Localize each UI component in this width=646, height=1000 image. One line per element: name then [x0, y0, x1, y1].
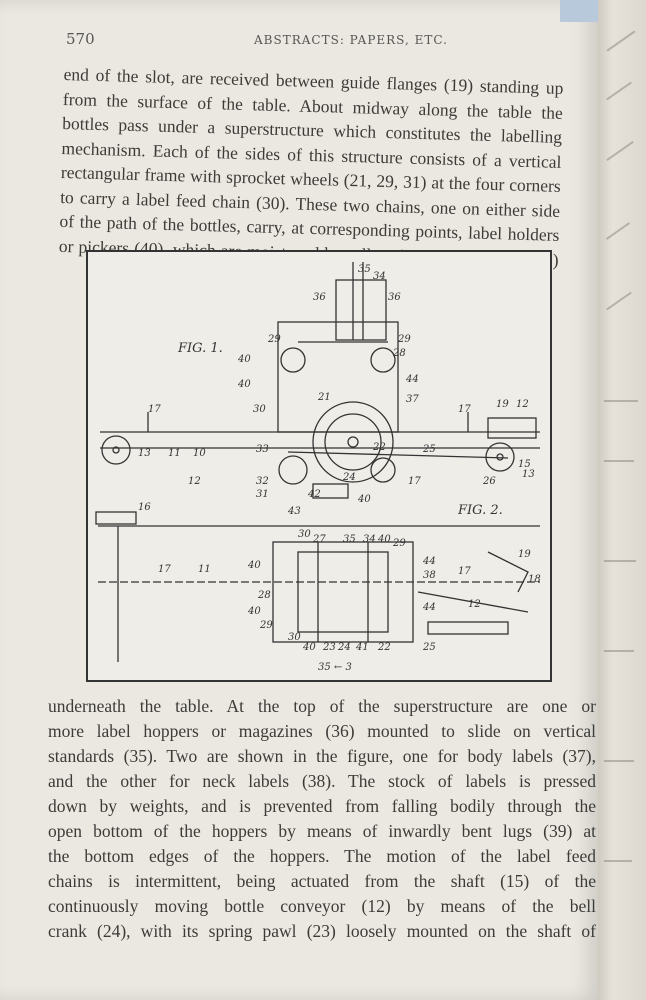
- svg-text:19: 19: [496, 399, 509, 410]
- svg-text:35 ← 3: 35 ← 3: [318, 662, 352, 673]
- svg-text:29: 29: [397, 334, 411, 345]
- svg-text:28: 28: [257, 590, 271, 601]
- svg-text:11: 11: [198, 564, 211, 575]
- svg-text:11: 11: [168, 448, 181, 459]
- svg-text:35: 35: [358, 264, 371, 275]
- text-line: down by weights, and is prevented from f…: [48, 796, 596, 816]
- svg-text:22: 22: [377, 642, 391, 653]
- svg-text:36: 36: [388, 292, 401, 303]
- svg-text:41: 41: [355, 642, 369, 653]
- top-paragraph: end of the slot, are received between gu…: [59, 62, 564, 272]
- svg-text:22: 22: [372, 442, 386, 453]
- svg-text:17: 17: [148, 404, 161, 415]
- svg-text:29: 29: [259, 620, 273, 631]
- svg-text:19: 19: [518, 549, 531, 560]
- fig1-label: FIG. 1.: [177, 341, 223, 356]
- adjacent-page-edge: [598, 0, 646, 1000]
- svg-text:10: 10: [193, 448, 206, 459]
- text-line: crank (24), with its spring pawl (23) lo…: [48, 921, 596, 941]
- text-fragment: [606, 291, 632, 311]
- svg-text:12: 12: [468, 599, 481, 610]
- svg-text:43: 43: [287, 506, 301, 517]
- svg-text:30: 30: [298, 529, 311, 540]
- text-line: chains is intermittent, being actuated f…: [48, 871, 596, 891]
- svg-text:40: 40: [377, 534, 391, 545]
- svg-text:30: 30: [253, 404, 266, 415]
- svg-text:29: 29: [267, 334, 281, 345]
- text-fragment: [605, 222, 631, 240]
- text-fragment: [604, 650, 634, 652]
- svg-text:44: 44: [405, 374, 419, 385]
- svg-text:16: 16: [138, 502, 151, 513]
- svg-text:40: 40: [237, 354, 251, 365]
- svg-text:34: 34: [363, 534, 376, 545]
- svg-text:37: 37: [406, 394, 419, 405]
- svg-text:17: 17: [458, 404, 471, 415]
- svg-text:15: 15: [518, 459, 531, 470]
- bottom-paragraph: underneath the table. At the top of the …: [48, 694, 596, 944]
- svg-text:40: 40: [247, 606, 261, 617]
- svg-text:17: 17: [158, 564, 171, 575]
- svg-text:40: 40: [357, 494, 371, 505]
- svg-text:30: 30: [288, 632, 301, 643]
- page-number: 570: [66, 30, 95, 48]
- svg-text:21: 21: [317, 392, 331, 403]
- svg-text:17: 17: [408, 476, 421, 487]
- svg-text:31: 31: [256, 489, 269, 500]
- svg-text:40: 40: [237, 379, 251, 390]
- svg-text:25: 25: [422, 444, 436, 455]
- fig2-label: FIG. 2.: [457, 503, 503, 518]
- svg-text:34: 34: [373, 271, 386, 282]
- svg-text:26: 26: [482, 476, 496, 487]
- svg-text:35: 35: [343, 534, 356, 545]
- text-fragment: [606, 81, 632, 101]
- svg-text:44: 44: [422, 556, 436, 567]
- svg-text:13: 13: [138, 448, 151, 459]
- svg-text:36: 36: [313, 292, 326, 303]
- svg-text:13: 13: [522, 469, 535, 480]
- background-edge: [560, 0, 600, 22]
- text-fragment: [606, 30, 636, 52]
- text-fragment: [604, 560, 636, 562]
- svg-text:29: 29: [392, 538, 406, 549]
- text-line: underneath the table. At the top of the …: [48, 696, 596, 716]
- text-line: more label hoppers or magazines (36) mou…: [48, 721, 596, 741]
- text-fragment: [606, 141, 634, 161]
- svg-text:40: 40: [302, 642, 316, 653]
- text-line: continuously moving bottle conveyor (12)…: [48, 896, 596, 916]
- text-line: open bottom of the hoppers by means of i…: [48, 821, 596, 841]
- svg-text:23: 23: [322, 642, 336, 653]
- text-fragment: [604, 400, 638, 402]
- svg-text:12: 12: [188, 476, 201, 487]
- svg-text:25: 25: [422, 642, 436, 653]
- svg-text:40: 40: [247, 560, 261, 571]
- svg-text:44: 44: [422, 602, 436, 613]
- svg-text:33: 33: [256, 444, 269, 455]
- text-fragment: [604, 760, 634, 762]
- svg-text:28: 28: [392, 348, 406, 359]
- svg-text:42: 42: [307, 489, 321, 500]
- text-fragment: [604, 860, 632, 862]
- book-page: 570 ABSTRACTS: PAPERS, ETC. end of the s…: [0, 0, 600, 1000]
- text-line: and the other for neck labels (38). The …: [48, 771, 596, 791]
- text-line: standards (35). Two are shown in the fig…: [48, 746, 596, 766]
- svg-text:18: 18: [528, 574, 541, 585]
- svg-text:24: 24: [337, 642, 351, 653]
- svg-text:17: 17: [458, 566, 471, 577]
- svg-text:32: 32: [256, 476, 269, 487]
- svg-text:27: 27: [312, 534, 326, 545]
- svg-text:12: 12: [516, 399, 529, 410]
- svg-text:38: 38: [423, 570, 436, 581]
- text-line: the bottom edges of the hoppers. The mot…: [48, 846, 596, 866]
- running-title: ABSTRACTS: PAPERS, ETC.: [254, 33, 448, 47]
- svg-text:24: 24: [342, 472, 356, 483]
- text-fragment: [604, 460, 634, 462]
